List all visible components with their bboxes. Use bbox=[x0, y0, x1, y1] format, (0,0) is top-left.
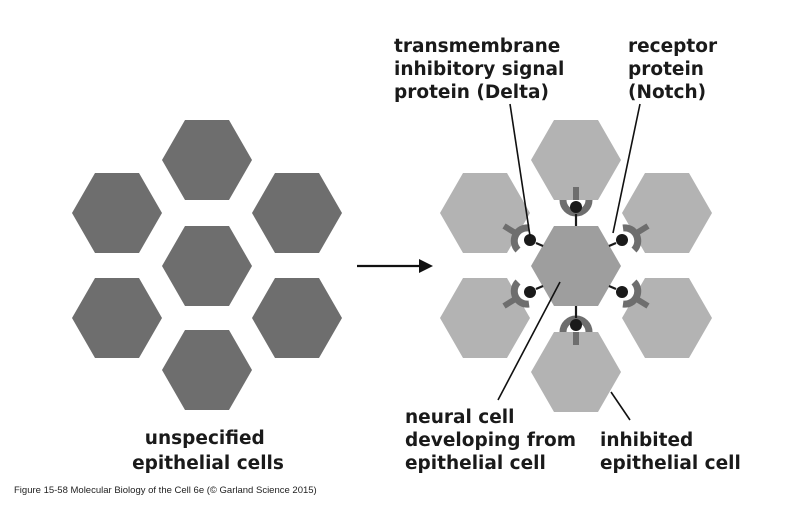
inhibited-cell-top bbox=[531, 120, 621, 200]
label-delta: transmembrane inhibitory signal protein … bbox=[394, 36, 571, 103]
transition-arrow bbox=[357, 259, 433, 273]
inhibited-cell-upper-right bbox=[622, 173, 712, 253]
label-notch: receptor protein (Notch) bbox=[628, 36, 724, 103]
delta-ligands bbox=[524, 201, 628, 331]
unspecified-cell-lower-left bbox=[72, 278, 162, 358]
leader-inhibited bbox=[610, 391, 631, 421]
unspecified-cell-lower-right bbox=[252, 278, 342, 358]
leader-neural bbox=[497, 281, 561, 401]
delta-ligand-lower-right bbox=[608, 284, 628, 298]
inhibited-cell-bottom bbox=[531, 332, 621, 412]
figure-caption: Figure 15-58 Molecular Biology of the Ce… bbox=[14, 485, 317, 496]
unspecified-cell-upper-left bbox=[72, 173, 162, 253]
unspecified-cell-center bbox=[162, 226, 252, 306]
inhibited-cell-lower-left bbox=[440, 278, 530, 358]
leader-delta bbox=[509, 103, 531, 237]
delta-ligand-top bbox=[570, 201, 582, 226]
unspecified-cell-upper-right bbox=[252, 173, 342, 253]
delta-ligand-upper-right bbox=[608, 234, 628, 248]
notch-receptor-lower-right bbox=[622, 279, 650, 309]
notch-receptor-lower-left bbox=[502, 279, 530, 309]
label-inhibited: inhibited epithelial cell bbox=[600, 430, 741, 474]
inhibited-cell-lower-right bbox=[622, 278, 712, 358]
unspecified-cell-top bbox=[162, 120, 252, 200]
neural-cell bbox=[531, 226, 621, 306]
delta-ligand-lower-left bbox=[524, 284, 544, 298]
notch-receptor-upper-right bbox=[622, 223, 650, 253]
label-unspecified: unspecified epithelial cells bbox=[132, 428, 284, 474]
label-neural-cell: neural cell developing from epithelial c… bbox=[405, 407, 583, 474]
unspecified-cells-group bbox=[72, 120, 342, 410]
delta-ligand-upper-left bbox=[524, 234, 544, 248]
leader-notch bbox=[612, 103, 641, 234]
inhibited-cell-upper-left bbox=[440, 173, 530, 253]
delta-ligand-bottom bbox=[570, 306, 582, 331]
leader-lines bbox=[497, 103, 641, 421]
inhibited-cells-group bbox=[440, 120, 712, 412]
unspecified-cell-bottom bbox=[162, 330, 252, 410]
notch-receptor-upper-left bbox=[502, 223, 530, 253]
